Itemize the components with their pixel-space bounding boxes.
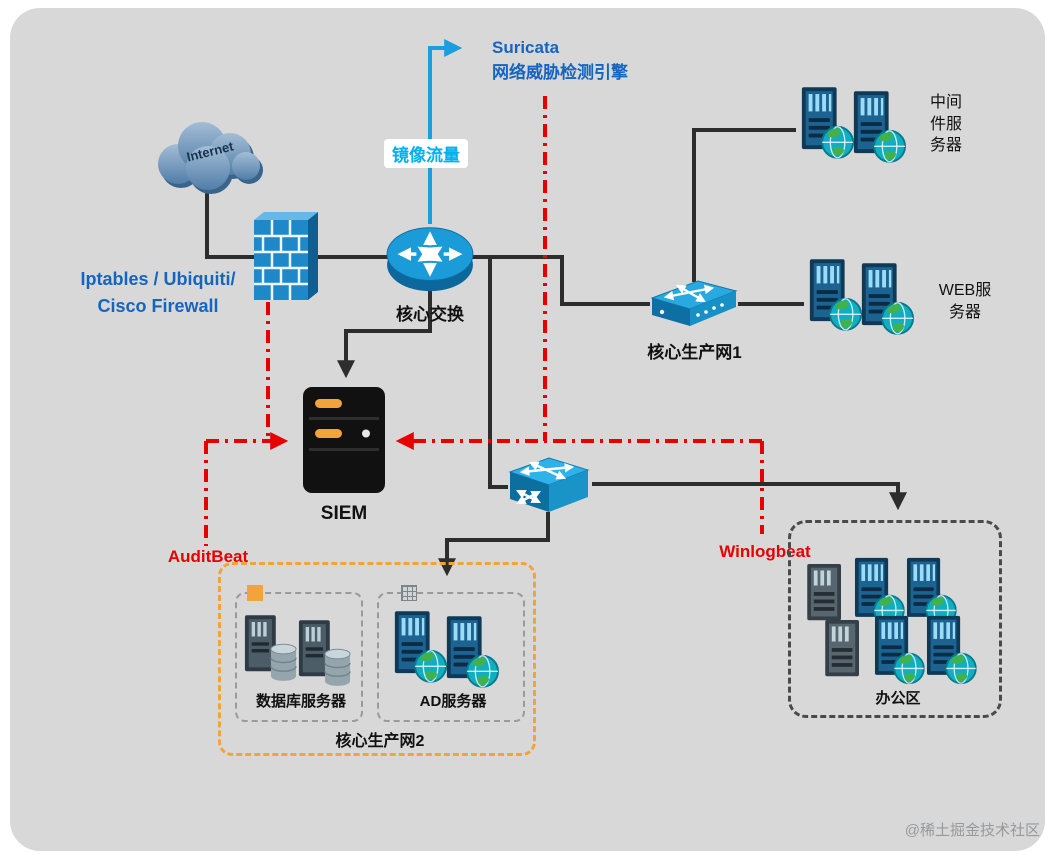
web-label: WEB服务器 xyxy=(938,282,992,321)
ad-server-icon xyxy=(391,610,447,684)
link-core-switch-prodnet1 xyxy=(466,255,650,306)
ad-server-icon xyxy=(443,615,499,689)
database-server-icon xyxy=(297,619,351,691)
prodnet1-label: 核心生产网1 xyxy=(647,343,742,362)
core-switch-icon xyxy=(386,227,474,292)
firewall-label: Iptables / Ubiquiti/ Cisco Firewall xyxy=(80,269,236,316)
grid-marker-icon xyxy=(401,585,417,601)
firewall-icon xyxy=(254,212,318,300)
link-mid-switch-ad xyxy=(438,512,550,577)
db-server-group: 数据库服务器 xyxy=(235,585,363,722)
link-internet-core-switch xyxy=(205,186,392,259)
prodnet2-zone: 数据库服务器 AD服务器 核心生产网2 xyxy=(218,562,536,756)
auditbeat-label: AuditBeat xyxy=(167,547,249,566)
ad-label: AD服务器 xyxy=(419,693,487,710)
mid-switch-icon xyxy=(508,457,590,512)
orange-marker-icon xyxy=(247,585,263,601)
middleware-label: 中间件服务器 xyxy=(929,94,962,155)
suricata-label: Suricata 网络威胁检测引擎 xyxy=(492,38,628,82)
siem-server-icon xyxy=(303,387,385,493)
middleware-server-icon xyxy=(798,86,854,160)
core-switch-label: 核心交换 xyxy=(396,305,464,324)
watermark: @稀土掘金技术社区 xyxy=(904,822,1040,839)
office-server-icon xyxy=(923,615,977,685)
link-prodnet1-middleware xyxy=(692,128,796,282)
mirror-traffic-label: 镜像流量 xyxy=(384,139,468,168)
link-core-switch-siem xyxy=(337,290,432,379)
cloud-icon xyxy=(158,122,263,194)
internet-cloud: Internet xyxy=(148,104,272,198)
prodnet2-label: 核心生产网2 xyxy=(335,733,425,750)
winlogbeat-label: Winlogbeat xyxy=(719,542,811,561)
prodnet1-switch-icon xyxy=(650,280,738,326)
db-label: 数据库服务器 xyxy=(255,693,346,710)
ad-server-group: AD服务器 xyxy=(377,585,525,722)
middleware-server-icon xyxy=(850,90,906,164)
office-server-icon xyxy=(871,615,925,685)
siem-label: SIEM xyxy=(320,503,368,524)
web-server-icon xyxy=(858,262,914,336)
database-server-icon xyxy=(243,614,297,686)
link-core-switch-mid-switch xyxy=(488,257,508,489)
office-server-icon xyxy=(821,619,867,679)
mirror-traffic-line xyxy=(428,39,463,224)
link-mid-switch-office xyxy=(592,482,907,511)
web-server-icon xyxy=(806,258,862,332)
office-label: 办公区 xyxy=(875,690,921,707)
office-zone: 办公区 xyxy=(788,520,1002,718)
office-server-icon xyxy=(803,563,849,623)
